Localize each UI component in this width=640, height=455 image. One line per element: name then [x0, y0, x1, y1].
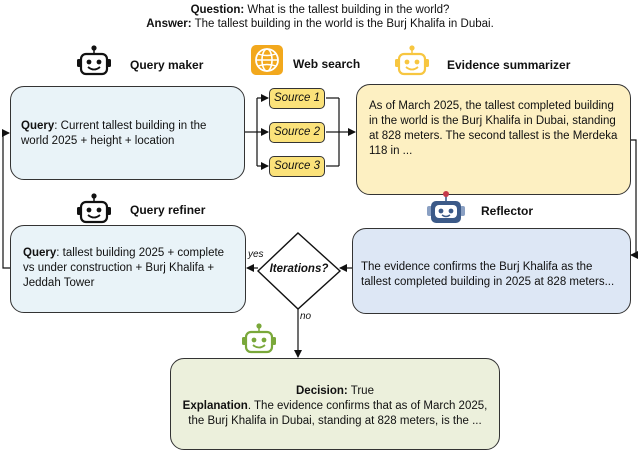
query-refiner-title: Query refiner	[130, 203, 206, 217]
query-refiner-query-label: Query	[23, 247, 57, 259]
reflector-box: The evidence confirms the Burj Khalifa a…	[352, 228, 631, 314]
iterations-label: Iterations?	[269, 263, 329, 275]
question-label: Question:	[190, 4, 245, 16]
query-maker-title: Query maker	[130, 58, 204, 72]
answer-label: Answer:	[146, 18, 192, 30]
answer-line: Answer: The tallest building in the worl…	[0, 17, 640, 31]
decision-line: Decision: True	[181, 384, 489, 399]
query-maker-query-text: : Current tallest building in the world …	[21, 120, 207, 147]
source-2: Source 2	[269, 122, 325, 143]
globe-icon	[250, 44, 284, 81]
evidence-summarizer-box: As of March 2025, the tallest completed …	[356, 84, 631, 195]
robot-icon	[241, 322, 277, 359]
answer-text: The tallest building in the world is the…	[191, 18, 494, 30]
reflector-text: The evidence confirms the Burj Khalifa a…	[361, 261, 615, 288]
query-refiner-box: Query: tallest building 2025 + complete …	[10, 225, 246, 313]
source-3: Source 3	[269, 156, 325, 177]
query-maker-query-label: Query	[21, 120, 55, 132]
robot-icon	[76, 44, 112, 81]
evidence-summarizer-title: Evidence summarizer	[447, 58, 571, 72]
iterations-diamond	[256, 232, 342, 310]
evidence-summary-text: As of March 2025, the tallest completed …	[369, 100, 618, 157]
robot-icon	[426, 190, 466, 231]
query-maker-box: Query: Current tallest building in the w…	[10, 86, 245, 180]
reflector-title: Reflector	[481, 204, 534, 218]
explanation-line: Explanation. The evidence confirms that …	[181, 399, 489, 429]
query-refiner-query-text: : tallest building 2025 + complete vs un…	[23, 247, 225, 289]
explanation-label: Explanation	[182, 400, 248, 412]
question-line: Question: What is the tallest building i…	[0, 3, 640, 17]
decision-box: Decision: True Explanation. The evidence…	[170, 358, 500, 450]
yes-label: yes	[248, 249, 264, 260]
no-label: no	[300, 311, 312, 322]
decision-value: True	[347, 385, 374, 397]
question-text: What is the tallest building in the worl…	[244, 4, 450, 16]
robot-icon	[76, 192, 112, 229]
source-1: Source 1	[269, 88, 325, 109]
robot-icon	[394, 44, 430, 81]
decision-label: Decision:	[296, 385, 348, 397]
web-search-title: Web search	[293, 57, 361, 71]
explanation-text: . The evidence confirms that as of March…	[188, 400, 488, 427]
